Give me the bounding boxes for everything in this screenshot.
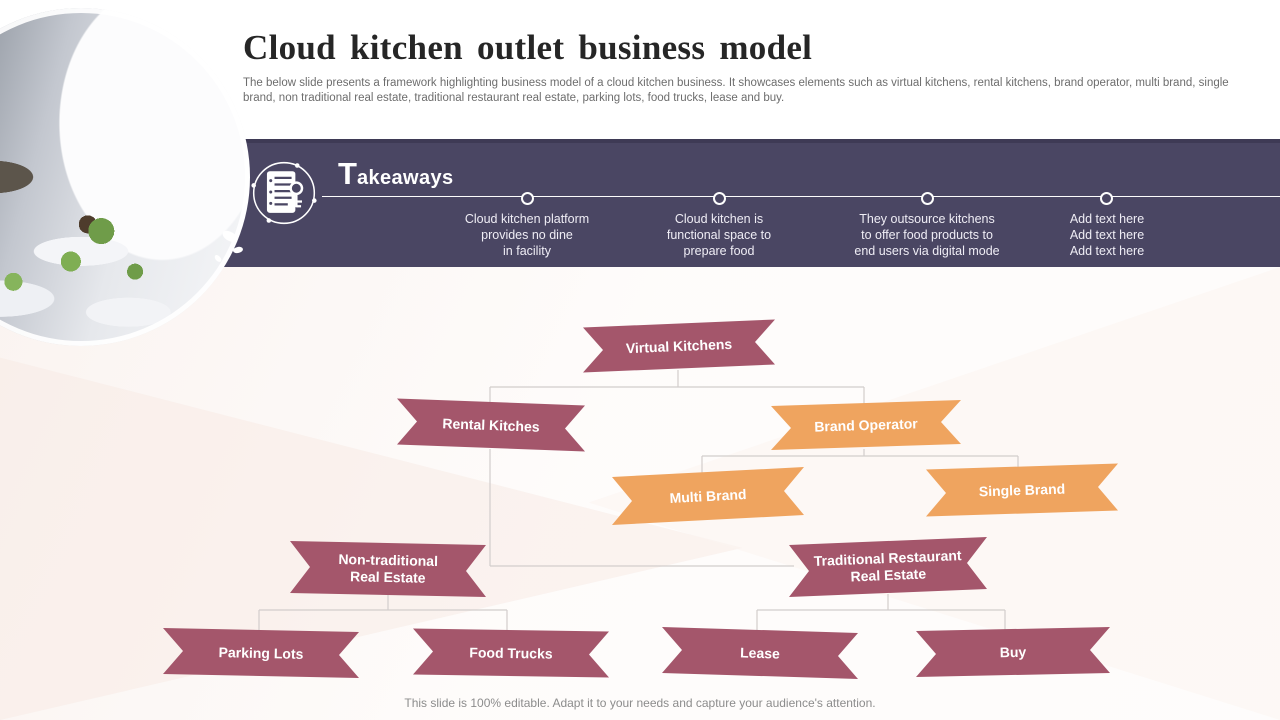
diagram-node-lease[interactable] [662,627,858,679]
diagram-node-brand[interactable] [771,400,961,450]
footer-note: This slide is 100% editable. Adapt it to… [404,696,876,710]
diagram-node-label: Single Brand [979,481,1066,500]
diagram-node-buy[interactable] [916,627,1110,677]
takeaways-rule [322,196,1280,197]
diagram-node-label: Rental Kitches [442,415,540,435]
takeaway-text-line: functional space to [666,228,772,242]
takeaway-text-line: Add text here [1069,244,1145,258]
takeaway-text-line: provides no dine [481,228,573,242]
takeaway-text-line: Cloud kitchen is [674,212,764,226]
takeaways-heading-rest: akeaways [356,167,454,189]
takeaway-text-line: Cloud kitchen platform [464,212,590,226]
takeaway-marker-3 [921,192,934,205]
diagram-node-label: Virtual Kitchens [626,336,733,356]
takeaway-item: They outsource kitchens to offer food pr… [822,211,1032,259]
diagram-node-label: Parking Lots [218,644,303,662]
diagram-node-label: Traditional RestaurantReal Estate [813,547,962,586]
diagram-node-parking[interactable] [163,628,359,678]
page-description: The below slide presents a framework hig… [243,77,1229,105]
takeaway-text-line: Add text here [1069,228,1145,242]
diagram-node-nontrad[interactable] [290,541,486,597]
diagram-node-label: Multi Brand [669,486,747,506]
takeaways-heading-initial: T [338,156,357,191]
diagram-node-label: Food Trucks [469,644,553,661]
takeaway-item: Cloud kitchen is functional space to pre… [624,211,814,259]
takeaway-marker-4 [1100,192,1113,205]
takeaway-text-line: prepare food [683,244,755,258]
takeaway-item: Add text here Add text here Add text her… [1018,211,1196,259]
diagram-node-label: Lease [740,644,780,661]
diagram-node-label: Brand Operator [814,415,918,434]
takeaways-bar [202,139,1280,267]
notebook-with-key-icon [248,157,320,229]
takeaway-text-line: Add text here [1069,212,1145,226]
diagram-node-multi[interactable] [612,467,804,525]
takeaway-text-line: to offer food products to [861,228,993,242]
takeaway-text-line: in facility [503,244,551,258]
takeaway-item: Cloud kitchen platform provides no dine … [432,211,622,259]
diagram-node-single[interactable] [926,463,1118,517]
takeaway-marker-1 [521,192,534,205]
diagram-node-virtual[interactable] [583,319,775,373]
takeaway-text-line: They outsource kitchens [859,212,995,226]
diagram-node-food[interactable] [413,628,609,678]
takeaways-heading: Takeaways [338,156,454,192]
takeaway-marker-2 [713,192,726,205]
diagram-node-rental[interactable] [397,398,585,452]
takeaway-text-line: end users via digital mode [854,244,1000,258]
diagram-node-label: Non-traditionalReal Estate [338,551,438,586]
diagram-node-trad[interactable] [789,537,987,597]
diagram-node-label: Buy [1000,644,1027,661]
page-title: Cloud kitchen outlet business model [243,28,813,67]
